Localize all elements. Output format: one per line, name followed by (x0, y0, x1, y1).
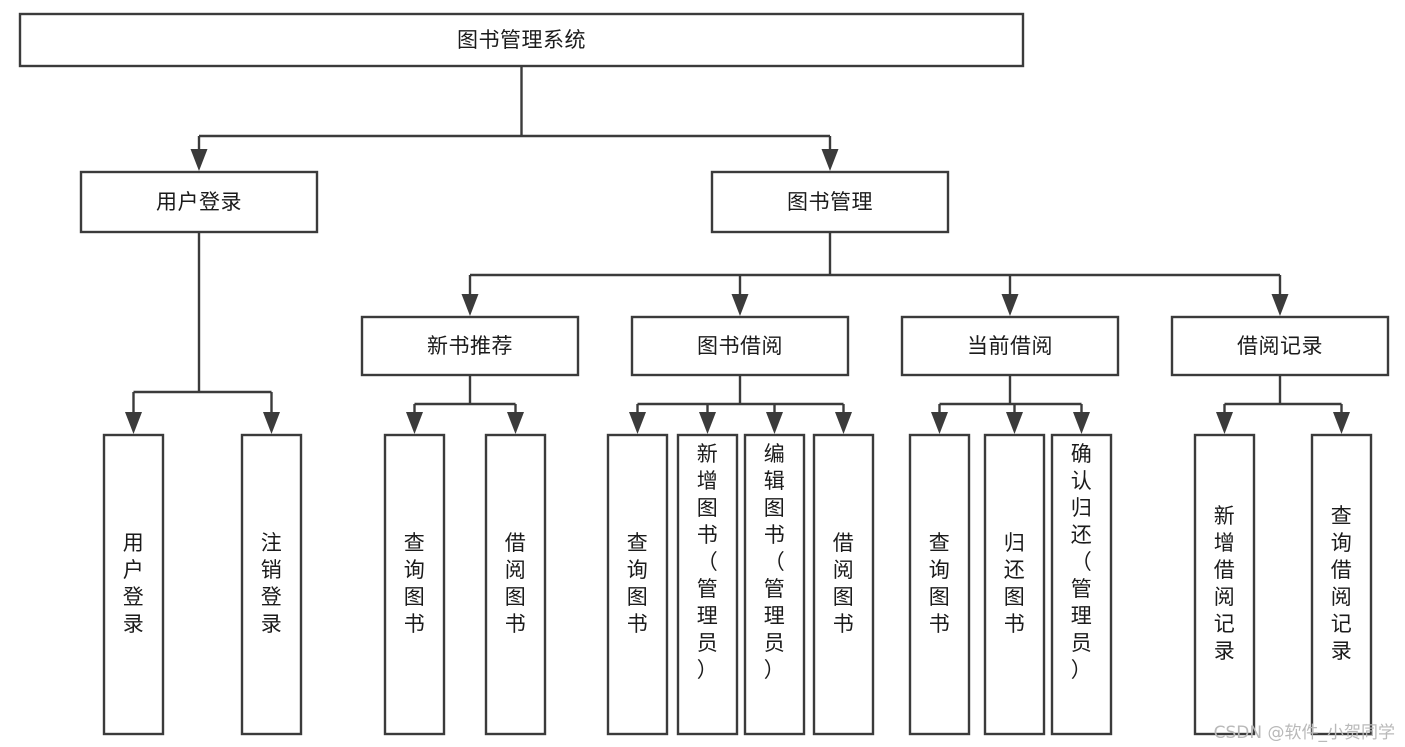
node-box[interactable] (360, 315, 580, 377)
node-label: 查询图书 (929, 531, 951, 636)
node-leaf-query-record[interactable]: 查询借阅记录 (1310, 433, 1373, 736)
arrow-head-icon (406, 412, 423, 434)
node-box[interactable] (743, 433, 806, 736)
node-leaf-user-logout[interactable]: 注销登录 (240, 433, 303, 736)
node-label: 新增图书（管理员） (697, 442, 719, 682)
arrow-head-icon (1216, 412, 1233, 434)
arrow-head-icon (1006, 412, 1023, 434)
node-user-login[interactable]: 用户登录 (79, 170, 319, 234)
node-box[interactable] (812, 433, 875, 736)
node-box[interactable] (79, 170, 319, 234)
node-box[interactable] (1193, 433, 1256, 736)
node-box[interactable] (606, 433, 669, 736)
node-leaf-edit-book[interactable]: 编辑图书（管理员） (743, 433, 806, 736)
node-label: 图书管理 (787, 190, 873, 214)
node-label: 用户登录 (156, 190, 242, 214)
node-box[interactable] (484, 433, 547, 736)
node-box[interactable] (710, 170, 950, 234)
node-book-borrow[interactable]: 图书借阅 (630, 315, 850, 377)
node-label: 借阅记录 (1237, 334, 1323, 358)
node-label: 新书推荐 (427, 334, 513, 358)
arrow-head-icon (835, 412, 852, 434)
arrow-head-icon (766, 412, 783, 434)
node-label: 编辑图书（管理员） (764, 442, 786, 682)
node-box[interactable] (983, 433, 1046, 736)
node-leaf-query-book-3[interactable]: 查询图书 (908, 433, 971, 736)
node-box[interactable] (676, 433, 739, 736)
node-box[interactable] (630, 315, 850, 377)
node-label: 归还图书 (1004, 531, 1026, 636)
node-label: 查询图书 (627, 531, 649, 636)
arrow-head-icon (263, 412, 280, 434)
arrow-head-icon (629, 412, 646, 434)
node-box[interactable] (18, 12, 1025, 68)
node-label: 查询图书 (404, 531, 426, 636)
arrow-head-icon (190, 149, 208, 171)
node-label: 借阅图书 (833, 531, 855, 636)
node-label: 借阅图书 (505, 531, 527, 636)
node-new-book-recommend[interactable]: 新书推荐 (360, 315, 580, 377)
node-box[interactable] (1050, 433, 1113, 736)
arrow-head-icon (1271, 294, 1289, 316)
node-current-borrow[interactable]: 当前借阅 (900, 315, 1120, 377)
arrow-head-icon (125, 412, 142, 434)
node-box[interactable] (102, 433, 165, 736)
arrow-head-icon (821, 149, 839, 171)
node-leaf-query-book-2[interactable]: 查询图书 (606, 433, 669, 736)
node-label: 注销登录 (261, 531, 283, 636)
node-label: 确认归还（管理员） (1071, 442, 1093, 682)
node-leaf-return-book[interactable]: 归还图书 (983, 433, 1046, 736)
arrow-head-icon (731, 294, 749, 316)
node-leaf-borrow-book-1[interactable]: 借阅图书 (484, 433, 547, 736)
node-layer: 图书管理系统用户登录图书管理新书推荐图书借阅当前借阅借阅记录用户登录注销登录查询… (18, 12, 1390, 736)
node-box[interactable] (908, 433, 971, 736)
node-label: 查询借阅记录 (1331, 504, 1353, 663)
arrow-head-icon (461, 294, 479, 316)
node-leaf-add-record[interactable]: 新增借阅记录 (1193, 433, 1256, 736)
node-borrow-record[interactable]: 借阅记录 (1170, 315, 1390, 377)
node-box[interactable] (1170, 315, 1390, 377)
node-leaf-query-book-1[interactable]: 查询图书 (383, 433, 446, 736)
node-label: 当前借阅 (967, 334, 1053, 358)
node-label: 用户登录 (123, 531, 145, 636)
arrow-head-icon (931, 412, 948, 434)
arrow-head-icon (1073, 412, 1090, 434)
node-label: 图书管理系统 (457, 28, 586, 52)
node-leaf-user-login[interactable]: 用户登录 (102, 433, 165, 736)
arrow-head-icon (507, 412, 524, 434)
node-label: 新增借阅记录 (1214, 504, 1236, 663)
node-leaf-confirm-return[interactable]: 确认归还（管理员） (1050, 433, 1113, 736)
node-box[interactable] (900, 315, 1120, 377)
node-leaf-borrow-book-2[interactable]: 借阅图书 (812, 433, 875, 736)
node-leaf-add-book[interactable]: 新增图书（管理员） (676, 433, 739, 736)
connector-layer (125, 66, 1350, 434)
node-root[interactable]: 图书管理系统 (18, 12, 1025, 68)
node-box[interactable] (1310, 433, 1373, 736)
node-label: 图书借阅 (697, 334, 783, 358)
node-box[interactable] (240, 433, 303, 736)
node-book-manage[interactable]: 图书管理 (710, 170, 950, 234)
arrow-head-icon (699, 412, 716, 434)
arrow-head-icon (1001, 294, 1019, 316)
node-box[interactable] (383, 433, 446, 736)
arrow-head-icon (1333, 412, 1350, 434)
